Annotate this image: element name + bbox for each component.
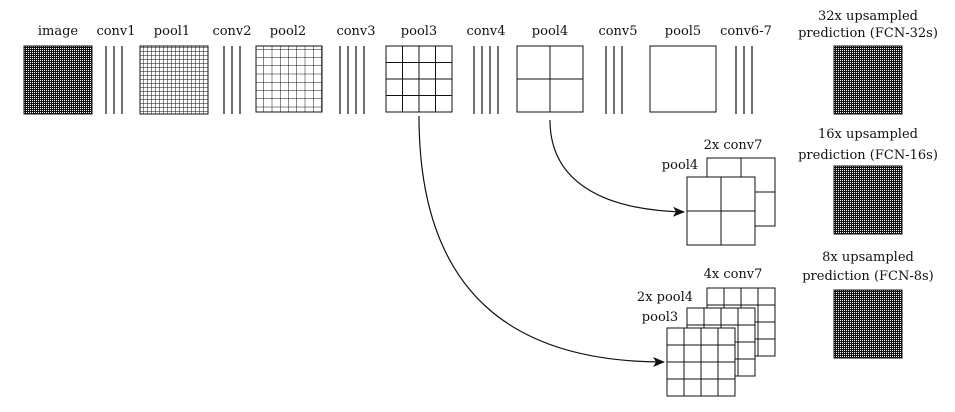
- fcn8-prediction: [833, 289, 903, 359]
- conv4-bars: [473, 46, 499, 114]
- label-pool2: pool2: [270, 24, 306, 39]
- label-conv4: conv4: [466, 24, 505, 39]
- conv1-bars: [105, 46, 123, 114]
- pool3-block: [385, 45, 453, 113]
- label-conv1: conv1: [96, 24, 135, 39]
- fcn32-prediction: [833, 45, 903, 115]
- fcn32-label-line2: prediction (FCN-32s): [798, 26, 938, 41]
- pool5-block: [649, 45, 717, 113]
- fusion16-pool4-label: pool4: [662, 158, 698, 173]
- image-block: [23, 45, 93, 115]
- conv5-bars: [605, 46, 623, 114]
- label-conv2: conv2: [212, 24, 251, 39]
- label-pool1: pool1: [154, 24, 190, 39]
- label-image: image: [38, 24, 79, 39]
- pool2-block: [255, 45, 323, 113]
- label-conv5: conv5: [598, 24, 637, 39]
- fusion8-pool3-grid: [666, 327, 736, 397]
- conv2-bars: [223, 46, 241, 114]
- fcn16-label-line1: 16x upsampled: [818, 127, 918, 142]
- fcn16-prediction: [833, 165, 903, 235]
- pool4-block: [516, 45, 584, 113]
- fusion8-conv7-label: 4x conv7: [704, 267, 763, 282]
- fusion16-conv7-label: 2x conv7: [704, 138, 763, 153]
- fcn32-label-line1: 32x upsampled: [818, 9, 918, 24]
- pool3-skip-arrow: [418, 115, 665, 367]
- label-pool3: pool3: [401, 24, 437, 39]
- fusion16-pool4-grid: [686, 176, 756, 246]
- fcn8-label-line1: 8x upsampled: [822, 250, 914, 265]
- label-conv6-7: conv6-7: [720, 24, 772, 39]
- conv3-bars: [339, 46, 365, 114]
- pool1-block: [139, 45, 209, 115]
- label-pool5: pool5: [665, 24, 701, 39]
- pool4-skip-arrow: [549, 119, 685, 217]
- fusion8-pool3-label: pool3: [642, 310, 678, 325]
- fcn8-label-line2: prediction (FCN-8s): [802, 269, 934, 284]
- label-conv3: conv3: [336, 24, 375, 39]
- label-pool4: pool4: [532, 24, 568, 39]
- conv6-7-bars: [735, 46, 753, 114]
- fusion8-pool4-label: 2x pool4: [637, 290, 693, 305]
- fcn16-label-line2: prediction (FCN-16s): [798, 148, 938, 163]
